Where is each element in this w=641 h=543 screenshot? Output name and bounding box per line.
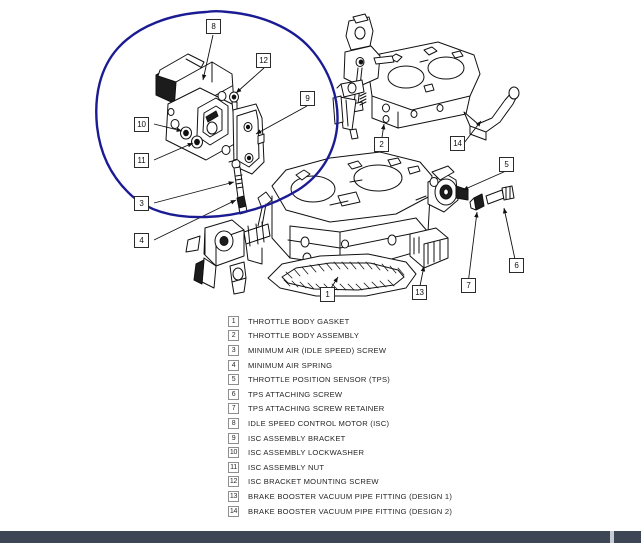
callout-10: 10 [134, 117, 149, 132]
legend-number: 13 [228, 490, 239, 502]
callout-2: 2 [374, 137, 389, 152]
legend-item: 3 MINIMUM AIR (IDLE SPEED) SCREW [228, 343, 528, 358]
legend-number: 7 [228, 403, 239, 415]
bottom-chrome-bar [0, 531, 641, 543]
legend-label: MINIMUM AIR SPRING [248, 360, 333, 370]
legend-number: 9 [228, 432, 239, 444]
legend-label: MINIMUM AIR (IDLE SPEED) SCREW [248, 345, 387, 355]
legend-item: 6 TPS ATTACHING SCREW [228, 387, 528, 402]
callout-leader-lines [153, 34, 517, 294]
callout-1: 1 [320, 287, 335, 302]
legend-number: 2 [228, 330, 239, 342]
parts-legend: 1 THROTTLE BODY GASKET 2 THROTTLE BODY A… [228, 314, 528, 518]
handdrawn-circle-annotation [95, 10, 339, 219]
legend-number: 6 [228, 388, 239, 400]
bottom-bar-right-segment [614, 531, 641, 543]
callout-14: 14 [450, 136, 465, 151]
legend-label: ISC ASSEMBLY NUT [248, 462, 325, 472]
legend-label: BRAKE BOOSTER VACUUM PIPE FITTING (DESIG… [248, 491, 453, 501]
legend-label: THROTTLE BODY ASSEMBLY [248, 331, 360, 341]
legend-item: 9 ISC ASSEMBLY BRACKET [228, 431, 528, 446]
legend-label: BRAKE BOOSTER VACUUM PIPE FITTING (DESIG… [248, 506, 453, 516]
legend-number: 5 [228, 374, 239, 386]
legend-item: 1 THROTTLE BODY GASKET [228, 314, 528, 329]
legend-number: 8 [228, 417, 239, 429]
parts-diagram: 8 12 9 10 11 3 4 2 14 5 6 7 13 1 [95, 10, 524, 302]
callout-6: 6 [509, 258, 524, 273]
callout-4: 4 [134, 233, 149, 248]
legend-item: 8 IDLE SPEED CONTROL MOTOR (ISC) [228, 416, 528, 431]
callout-5: 5 [499, 157, 514, 172]
inset-throttle-body-assembly [332, 13, 520, 141]
legend-number: 1 [228, 315, 239, 327]
legend-label: THROTTLE BODY GASKET [248, 316, 350, 326]
callout-11: 11 [134, 153, 149, 168]
legend-number: 14 [228, 505, 239, 517]
legend-item: 5 THROTTLE POSITION SENSOR (TPS) [228, 372, 528, 387]
legend-label: TPS ATTACHING SCREW RETAINER [248, 404, 385, 414]
legend-item: 14 BRAKE BOOSTER VACUUM PIPE FITTING (DE… [228, 504, 528, 519]
legend-label: THROTTLE POSITION SENSOR (TPS) [248, 375, 391, 385]
legend-label: TPS ATTACHING SCREW [248, 389, 343, 399]
legend-item: 11 ISC ASSEMBLY NUT [228, 460, 528, 475]
legend-number: 4 [228, 359, 239, 371]
callout-8: 8 [206, 19, 221, 34]
callout-3: 3 [134, 196, 149, 211]
legend-number: 12 [228, 476, 239, 488]
legend-number: 3 [228, 344, 239, 356]
legend-number: 11 [228, 461, 239, 473]
legend-item: 4 MINIMUM AIR SPRING [228, 358, 528, 373]
main-throttle-body [185, 151, 515, 297]
scrollbar-divider[interactable] [610, 531, 614, 543]
legend-label: ISC ASSEMBLY LOCKWASHER [248, 448, 365, 458]
legend-item: 12 ISC BRACKET MOUNTING SCREW [228, 475, 528, 490]
legend-label: ISC ASSEMBLY BRACKET [248, 433, 346, 443]
callout-9: 9 [300, 91, 315, 106]
callout-7: 7 [461, 278, 476, 293]
legend-item: 2 THROTTLE BODY ASSEMBLY [228, 329, 528, 344]
legend-item: 7 TPS ATTACHING SCREW RETAINER [228, 402, 528, 417]
legend-label: ISC BRACKET MOUNTING SCREW [248, 477, 379, 487]
legend-item: 10 ISC ASSEMBLY LOCKWASHER [228, 445, 528, 460]
document-page: 8 12 9 10 11 3 4 2 14 5 6 7 13 1 1 THROT… [95, 10, 528, 518]
legend-number: 10 [228, 447, 239, 459]
legend-item: 13 BRAKE BOOSTER VACUUM PIPE FITTING (DE… [228, 489, 528, 504]
isc-motor-exploded [155, 53, 265, 215]
legend-label: IDLE SPEED CONTROL MOTOR (ISC) [248, 418, 390, 428]
callout-12: 12 [256, 53, 271, 68]
callout-13: 13 [412, 285, 427, 300]
